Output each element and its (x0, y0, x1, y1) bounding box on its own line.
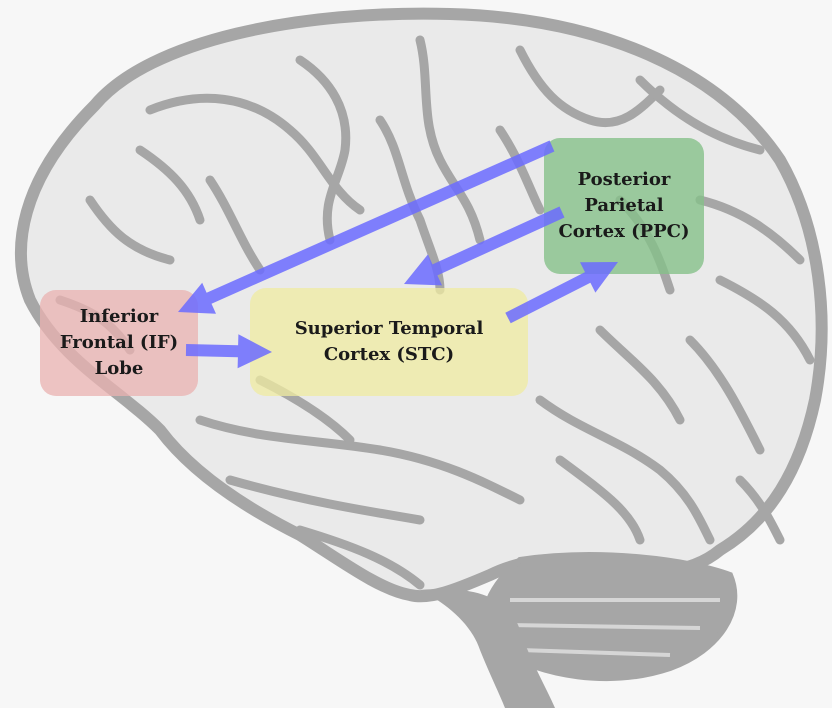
superior-temporal-label: Superior Temporal Cortex (STC) (294, 318, 484, 365)
cerebellum-folds (504, 598, 720, 657)
posterior-parietal-box: Posterior Parietal Cortex (PPC) (544, 138, 704, 274)
inferior-frontal-box: Inferior Frontal (IF) Lobe (40, 290, 198, 396)
superior-temporal-box: Superior Temporal Cortex (STC) (250, 288, 528, 396)
brain-stem (420, 589, 555, 708)
posterior-parietal-label: Posterior Parietal Cortex (PPC) (558, 169, 690, 242)
inferior-frontal-label: Inferior Frontal (IF) Lobe (59, 306, 179, 379)
